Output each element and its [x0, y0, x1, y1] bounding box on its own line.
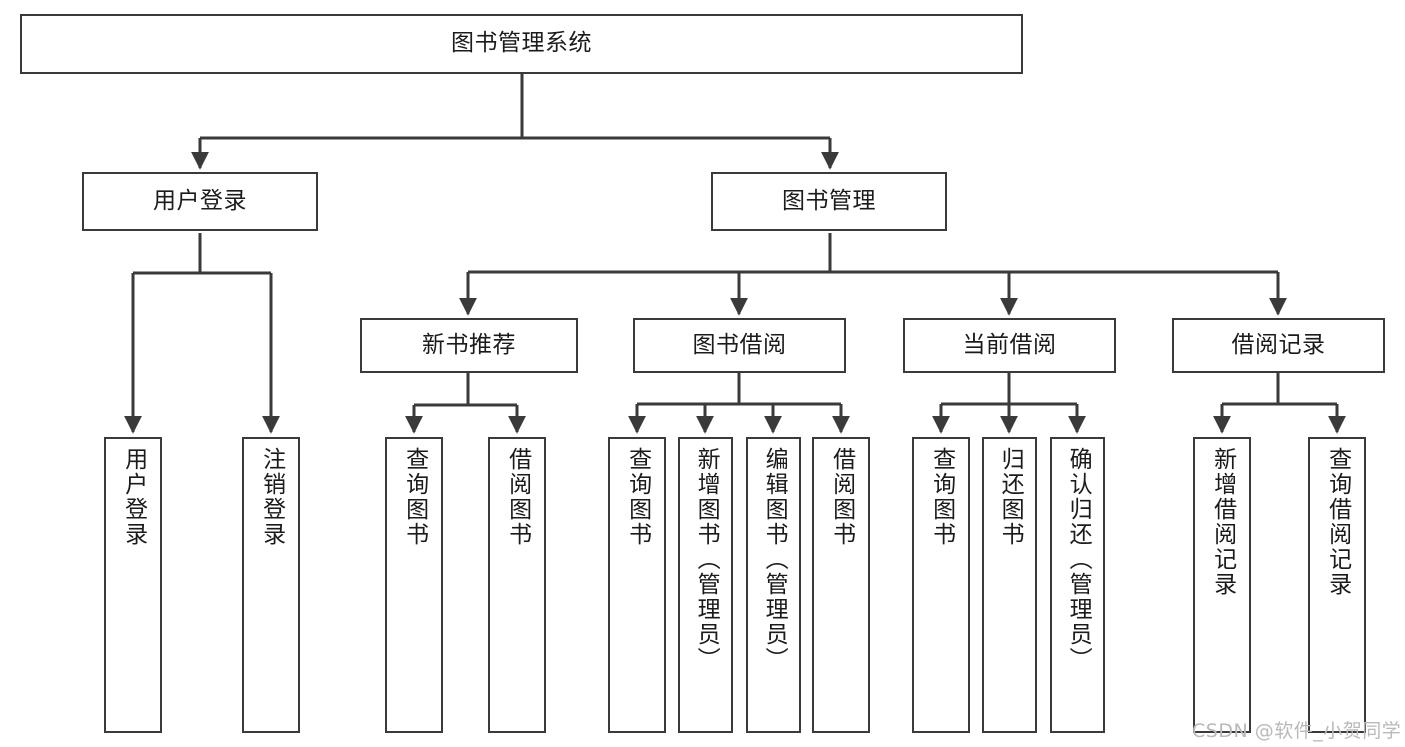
node-leaf-query-book-2-label: 查询图书: [624, 447, 651, 547]
node-current-borrow-label: 当前借阅: [962, 331, 1057, 358]
node-leaf-edit-book[interactable]: 编辑图书（管理员）: [746, 437, 801, 733]
node-leaf-query-record-label: 查询借阅记录: [1324, 447, 1351, 597]
watermark-csdn: CSDN @软件_小贺同学: [1192, 720, 1402, 742]
node-book-borrow[interactable]: 图书借阅: [633, 318, 846, 373]
node-leaf-query-book-3-label: 查询图书: [928, 447, 955, 547]
node-root-label: 图书管理系统: [451, 30, 592, 57]
node-leaf-add-book-label: 新增图书（管理员）: [693, 447, 720, 672]
node-leaf-query-book-3[interactable]: 查询图书: [912, 437, 970, 733]
node-borrow-record[interactable]: 借阅记录: [1172, 318, 1385, 373]
node-book-borrow-label: 图书借阅: [692, 331, 787, 358]
node-leaf-add-record-label: 新增借阅记录: [1209, 447, 1236, 597]
node-book-manage[interactable]: 图书管理: [711, 172, 947, 231]
node-new-book-recommend[interactable]: 新书推荐: [360, 318, 578, 373]
node-leaf-borrow-book-2-label: 借阅图书: [828, 447, 855, 547]
node-root[interactable]: 图书管理系统: [20, 14, 1023, 74]
node-leaf-confirm-return[interactable]: 确认归还（管理员）: [1050, 437, 1105, 733]
node-leaf-logout-label: 注销登录: [258, 447, 285, 547]
node-leaf-add-book[interactable]: 新增图书（管理员）: [678, 437, 733, 733]
node-leaf-borrow-book-1-label: 借阅图书: [504, 447, 531, 547]
node-leaf-add-record[interactable]: 新增借阅记录: [1193, 437, 1251, 733]
node-leaf-user-login[interactable]: 用户登录: [104, 437, 162, 733]
node-new-book-recommend-label: 新书推荐: [422, 331, 516, 358]
node-leaf-return-book-label: 归还图书: [997, 447, 1024, 547]
node-borrow-record-label: 借阅记录: [1231, 331, 1326, 358]
node-leaf-query-book-2[interactable]: 查询图书: [608, 437, 666, 733]
node-leaf-user-login-label: 用户登录: [120, 447, 147, 547]
node-user-login[interactable]: 用户登录: [82, 172, 318, 231]
node-leaf-borrow-book-1[interactable]: 借阅图书: [488, 437, 546, 733]
node-leaf-query-book-1-label: 查询图书: [401, 447, 428, 547]
node-user-login-label: 用户登录: [153, 187, 247, 214]
node-leaf-borrow-book-2[interactable]: 借阅图书: [812, 437, 870, 733]
node-book-manage-label: 图书管理: [782, 187, 876, 214]
node-leaf-edit-book-label: 编辑图书（管理员）: [761, 447, 788, 672]
node-leaf-query-book-1[interactable]: 查询图书: [385, 437, 443, 733]
node-leaf-confirm-return-label: 确认归还（管理员）: [1065, 447, 1092, 672]
node-leaf-logout[interactable]: 注销登录: [242, 437, 300, 733]
node-leaf-return-book[interactable]: 归还图书: [982, 437, 1037, 733]
node-leaf-query-record[interactable]: 查询借阅记录: [1308, 437, 1366, 733]
node-current-borrow[interactable]: 当前借阅: [903, 318, 1116, 373]
